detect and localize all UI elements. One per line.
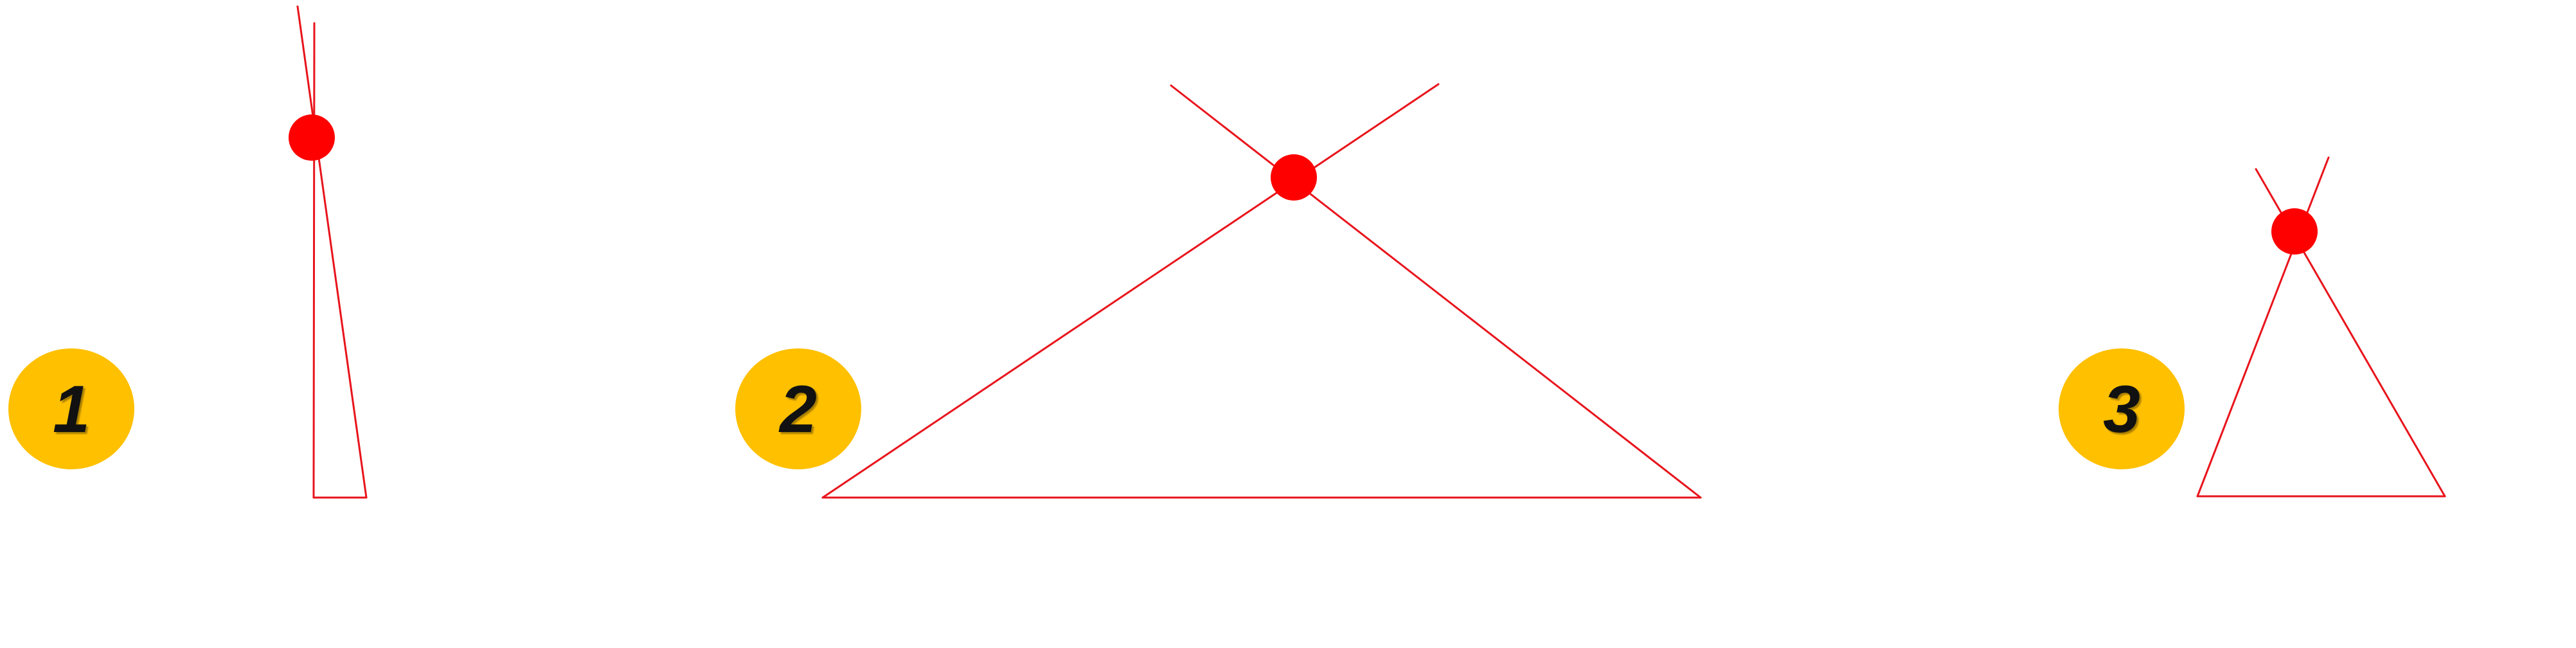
figure-3-apex-point [2271, 208, 2318, 255]
panel-3: 3 [2059, 156, 2446, 498]
panel-2: 2 [735, 83, 1702, 499]
figure-1-right-side [296, 5, 368, 499]
badge-2-oval [735, 348, 861, 469]
figure-1-triangle [296, 5, 368, 499]
figure-2-left-side [821, 83, 1440, 499]
badge-1-oval [8, 348, 134, 469]
panel-1: 1 [8, 5, 368, 499]
figure-2-apex-point [1271, 154, 1317, 201]
badge-3-label: 3 [2103, 372, 2140, 447]
figure-1-apex-point [289, 114, 335, 161]
figure-3-left-side [2196, 156, 2330, 498]
figure-2-right-side [1170, 84, 1702, 499]
figure-2-triangle [821, 83, 1702, 499]
badge-3-oval [2059, 348, 2185, 469]
badge-2-label: 2 [778, 372, 817, 447]
figure-3-triangle [2196, 156, 2446, 498]
badge-1-label: 1 [53, 372, 90, 447]
